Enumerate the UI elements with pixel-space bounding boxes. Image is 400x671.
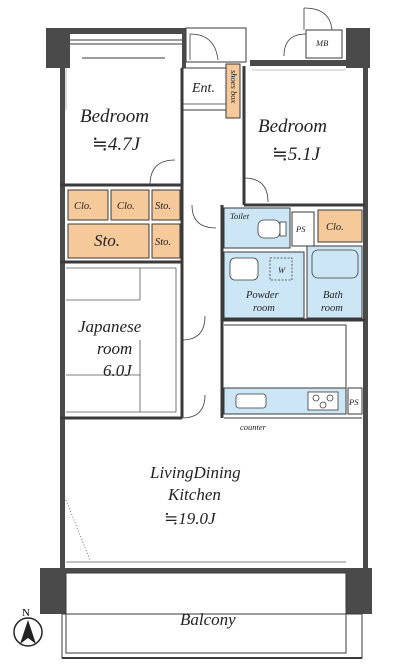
closet-1 [67,189,109,221]
sto-big-label: Sto. [94,231,120,250]
counter-label: counter [240,422,267,432]
japanese-line1: Japanese [78,317,142,336]
powder-line2: room [253,303,275,314]
clo-2-label: Clo. [117,201,135,212]
ldk-line2: Kitchen [167,485,221,504]
bedroom-left-name: Bedroom [80,106,149,127]
storage-blocks [67,189,363,259]
sto-small-2-label: Sto. [155,237,171,248]
balcony-label: Balcony [180,610,236,629]
compass: N [13,607,43,647]
compass-label: N [22,607,30,619]
storage-small-1 [151,189,181,221]
bath-line2: room [321,303,343,314]
door-arcs [149,159,269,419]
japanese-line2: room [97,339,132,358]
closet-right [317,209,363,243]
bath-line1: Bath [323,290,343,301]
clo-1-label: Clo. [74,201,92,212]
clo-right-label: Clo. [326,222,344,233]
ps-kitchen-label: PS [348,397,359,407]
pipe-space-kitchen [347,387,363,415]
exterior-walls [40,28,372,614]
window-ticks [65,68,345,110]
compass-arrow-icon [20,620,36,644]
interior-walls [60,66,365,420]
bedroom-right-size: ≒5.1J [272,144,322,165]
ldk-line1: LivingDining [149,463,241,482]
sto-small-1-label: Sto. [155,201,171,212]
storage-small-2 [151,223,181,259]
closet-2 [110,189,150,221]
balcony [61,572,363,659]
pipe-space-top [291,211,315,247]
storage-big [67,223,150,259]
toilet-label: Toilet [230,211,250,221]
japanese-line3: 6.0J [103,361,133,380]
shoes-box [225,63,241,119]
powder-line1: Powder [245,290,280,301]
tatami-lines [66,267,177,413]
washer-label: W [278,265,286,275]
entrance-area [181,7,343,119]
bedroom-left-size: ≒4.7J [92,134,142,155]
shoes-box-label: shoes box [229,70,239,104]
room-labels: Bedroom ≒4.7J Bedroom ≒5.1J Ent. shoes b… [74,38,359,629]
mb-label: MB [315,38,328,48]
ldk-window [65,499,346,563]
ldk-line3: ≒19.0J [164,509,217,528]
bedroom-right-name: Bedroom [258,116,327,137]
window-top-left [70,39,182,59]
wet-areas [223,207,363,419]
entrance-label: Ent. [191,81,215,96]
ps-top-label: PS [295,224,306,234]
